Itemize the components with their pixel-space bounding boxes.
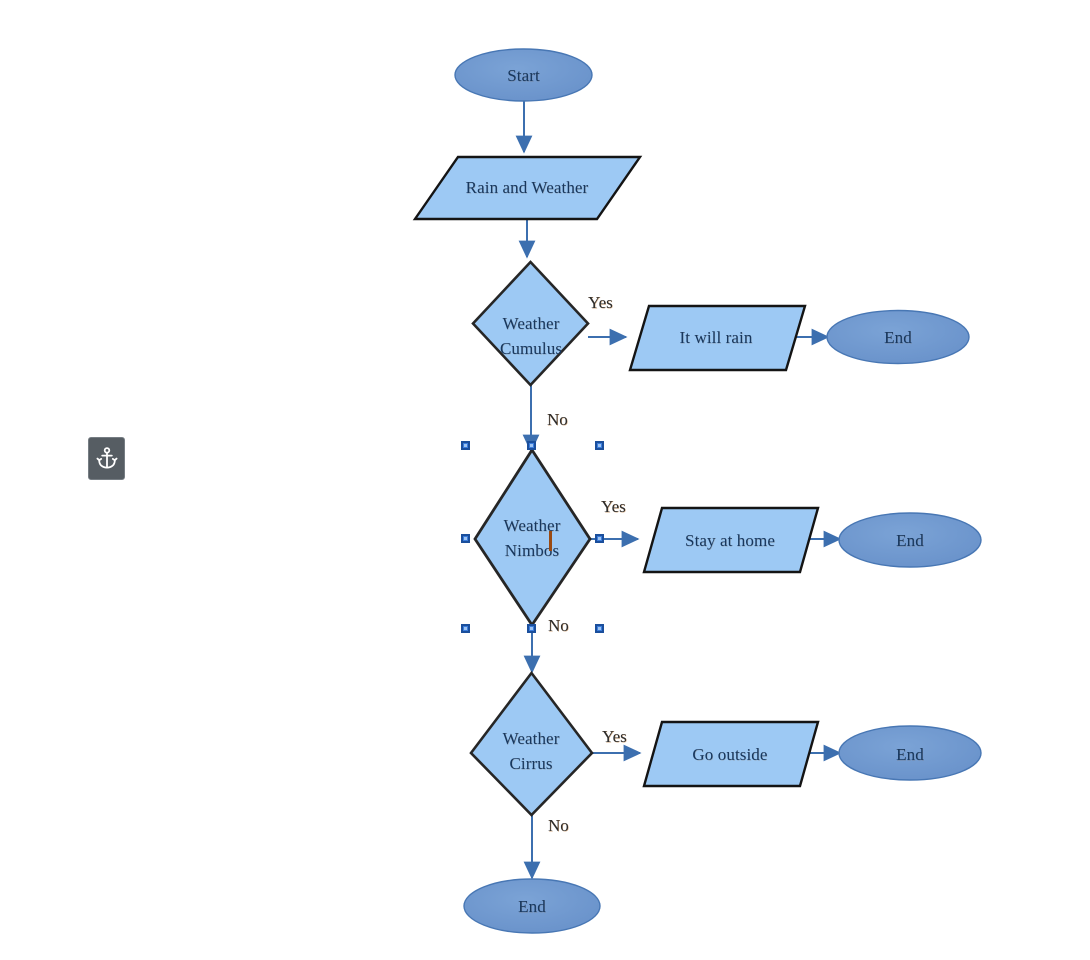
node-decision-weather-nimbos[interactable] — [473, 447, 592, 628]
node-start[interactable] — [454, 48, 593, 102]
edge-label-decision2-no: No — [548, 616, 569, 635]
node-end-2[interactable] — [838, 512, 982, 568]
node-action-it-will-rain[interactable] — [628, 304, 807, 372]
selection-handle-top-center[interactable] — [527, 441, 536, 450]
text-cursor-caret — [549, 531, 552, 551]
node-end-1[interactable] — [826, 309, 970, 365]
anchor-icon — [96, 446, 117, 468]
edge-label-decision2-yes: Yes — [601, 497, 626, 516]
selection-handle-bottom-left[interactable] — [461, 624, 470, 633]
node-input-rain-and-weather[interactable] — [412, 155, 643, 221]
node-action-go-outside[interactable] — [642, 720, 820, 788]
selection-handle-middle-left[interactable] — [461, 534, 470, 543]
selection-handle-top-left[interactable] — [461, 441, 470, 450]
node-decision-weather-cirrus[interactable] — [469, 670, 594, 817]
selection-handle-top-right[interactable] — [595, 441, 604, 450]
edge-label-decision3-no: No — [548, 816, 569, 835]
anchor-badge[interactable] — [88, 437, 125, 480]
selection-handle-middle-right[interactable] — [595, 534, 604, 543]
selection-handle-bottom-center[interactable] — [527, 624, 536, 633]
node-action-stay-at-home[interactable] — [642, 506, 820, 574]
node-decision-weather-cumulus[interactable] — [471, 260, 590, 387]
selection-handle-bottom-right[interactable] — [595, 624, 604, 633]
edge-label-decision1-yes: Yes — [588, 293, 613, 312]
node-end-3[interactable] — [838, 725, 982, 781]
edge-label-decision3-yes: Yes — [602, 727, 627, 746]
node-end-4[interactable] — [463, 878, 601, 934]
edge-label-decision1-no: No — [547, 410, 568, 429]
